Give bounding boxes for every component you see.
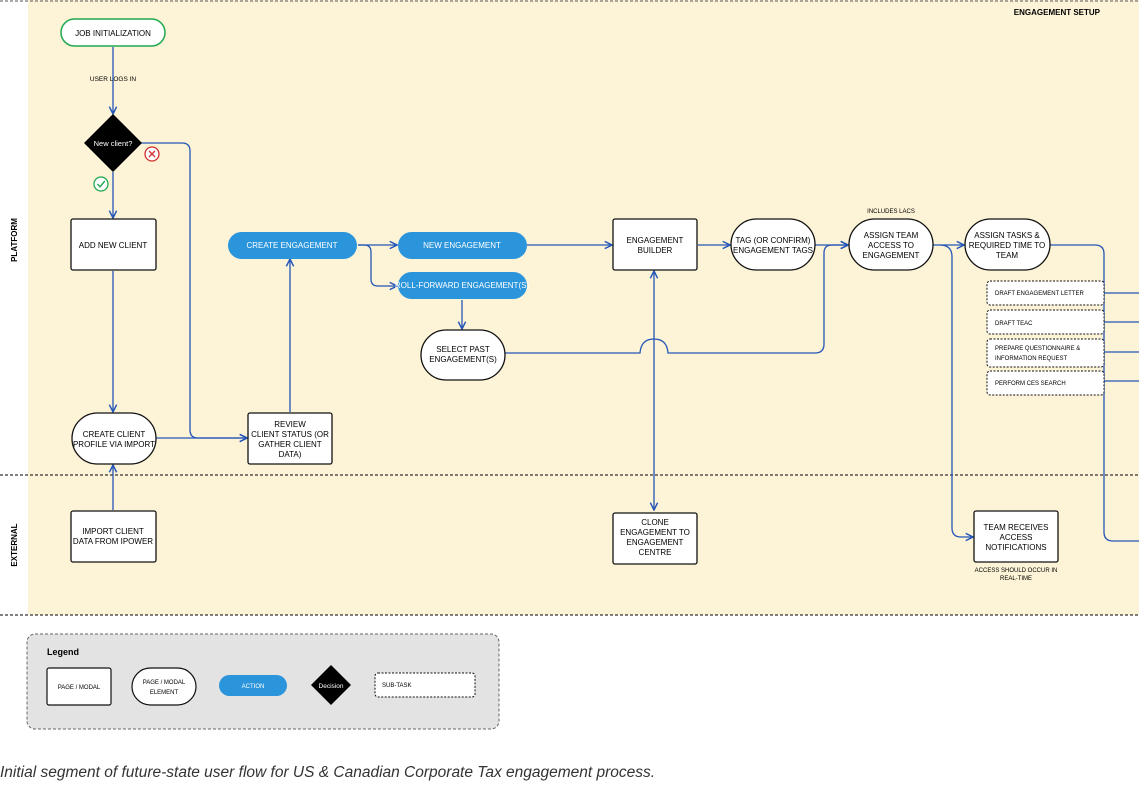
access-note-label-2: REAL-TIME [1000, 576, 1032, 582]
select-past-label-2: ENGAGEMENT(S) [429, 355, 497, 364]
legend-element-label-2: ELEMENT [150, 690, 179, 696]
add-new-client-label: ADD NEW CLIENT [79, 241, 148, 250]
user-logs-in-label: USER LOGS IN [90, 76, 137, 83]
assign-team-node [848, 218, 934, 271]
lane-label-platform: PLATFORM [10, 218, 19, 262]
prepare-questionnaire-label-1: PREPARE QUESTIONNAIRE & [995, 346, 1080, 352]
team-receives-label-3: NOTIFICATIONS [985, 543, 1046, 552]
team-receives-label-1: TEAM RECEIVES [984, 523, 1049, 532]
new-client-label: New client? [94, 139, 133, 148]
add-new-client-node [70, 218, 157, 271]
import-client-label-1: IMPORT CLIENT [82, 527, 144, 536]
assign-tasks-label-3: TEAM [996, 251, 1019, 260]
legend-element-swatch [131, 667, 197, 706]
clone-engagement-node [612, 512, 698, 565]
team-receives-label-2: ACCESS [1000, 533, 1033, 542]
roll-forward-label: ROLL-FORWARD ENGAGEMENT(S) [395, 281, 530, 290]
prepare-questionnaire-label-2: INFORMATION REQUEST [995, 356, 1068, 362]
tag-engagement-label-1: TAG (OR CONFIRM) [736, 236, 811, 245]
new-client-decision [84, 114, 142, 172]
new-engagement-label: NEW ENGAGEMENT [423, 241, 501, 250]
legend-page-modal-label: PAGE / MODAL [58, 685, 101, 691]
yes-icon [93, 176, 109, 192]
legend-subtask-label: SUB-TASK [382, 683, 412, 689]
draft-teac-subtask [986, 309, 1105, 335]
section-title: ENGAGEMENT SETUP [1014, 8, 1101, 17]
connector-assign-to-team [939, 244, 973, 537]
connector-create-to-roll [358, 244, 397, 286]
perform-ces-subtask [986, 370, 1105, 396]
draft-letter-subtask [986, 280, 1105, 306]
legend-page-modal-swatch [46, 667, 112, 706]
team-receives-node [973, 510, 1059, 563]
assign-tasks-label-1: ASSIGN TASKS & [974, 231, 1040, 240]
clone-engagement-label-2: ENGAGEMENT TO [620, 528, 690, 537]
figure-caption: Initial segment of future-state user flo… [0, 764, 656, 781]
create-engagement-action [228, 232, 357, 259]
legend-action-swatch [219, 675, 287, 696]
tag-engagement-node [730, 218, 816, 271]
perform-ces-label: PERFORM CES SEARCH [995, 381, 1066, 387]
assign-team-label-1: ASSIGN TEAM [864, 231, 919, 240]
assign-tasks-node [964, 218, 1051, 271]
engagement-builder-node [612, 218, 698, 271]
review-status-label-4: DATA) [279, 450, 302, 459]
platform-lane [28, 0, 1139, 475]
create-profile-label-1: CREATE CLIENT [83, 430, 146, 439]
assign-team-label-2: ACCESS TO [868, 241, 914, 250]
sub-task-boxes [986, 280, 1105, 396]
legend-subtask-swatch [374, 672, 476, 698]
no-icon [144, 146, 160, 162]
connectors [113, 47, 1139, 542]
draft-letter-label: DRAFT ENGAGEMENT LETTER [995, 291, 1084, 297]
review-status-label-2: CLIENT STATUS (OR [251, 430, 329, 439]
job-initialization-label: JOB INITIALIZATION [75, 29, 151, 38]
external-lane [28, 475, 1139, 615]
legend-title: Legend [47, 647, 79, 657]
access-note-label-1: ACCESS SHOULD OCCUR IN [975, 568, 1058, 574]
connector-select-to-assign [505, 245, 848, 354]
includes-lacs-label: INCLUDES LACS [867, 209, 915, 215]
import-client-label-2: DATA FROM IPOWER [73, 537, 153, 546]
review-status-label-3: GATHER CLIENT [258, 440, 322, 449]
create-profile-node [71, 412, 157, 465]
legend-action-label: ACTION [242, 684, 265, 690]
review-status-label-1: REVIEW [274, 420, 306, 429]
review-status-node [247, 412, 333, 465]
engagement-builder-label-1: ENGAGEMENT [627, 236, 684, 245]
import-client-node [70, 510, 157, 563]
clone-engagement-label-3: ENGAGEMENT [627, 538, 684, 547]
create-profile-label-2: PROFILE VIA IMPORT [73, 440, 155, 449]
legend-decision-label: Decision [319, 683, 344, 690]
draft-teac-label: DRAFT TEAC [995, 321, 1033, 327]
select-past-node [420, 329, 506, 381]
clone-engagement-label-4: CENTRE [639, 548, 672, 557]
roll-forward-action [398, 272, 527, 299]
legend-decision-swatch [311, 665, 351, 705]
create-engagement-label: CREATE ENGAGEMENT [247, 241, 338, 250]
legend-element-label-1: PAGE / MODAL [143, 680, 186, 686]
new-engagement-action [398, 232, 527, 259]
job-initialization-node [60, 18, 166, 47]
assign-team-label-3: ENGAGEMENT [863, 251, 920, 260]
prepare-questionnaire-subtask [986, 338, 1105, 368]
tag-engagement-label-2: ENGAGEMENT TAGS [733, 246, 813, 255]
engagement-builder-label-2: BUILDER [638, 246, 673, 255]
assign-tasks-label-2: REQUIRED TIME TO [969, 241, 1045, 250]
lane-label-external: EXTERNAL [10, 523, 19, 566]
clone-engagement-label-1: CLONE [641, 518, 669, 527]
select-past-label-1: SELECT PAST [436, 345, 490, 354]
